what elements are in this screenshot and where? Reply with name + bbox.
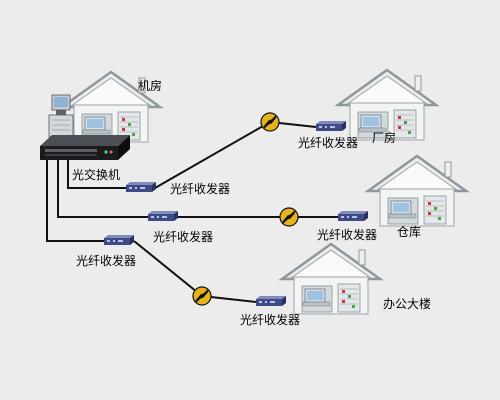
warehouse-label: 仓库: [397, 225, 422, 239]
warehouse-house-icon: [366, 154, 468, 228]
rack-switch-icon: [40, 135, 130, 160]
fiber-transceiver-icon: [316, 121, 346, 131]
fiber-transceiver-icon: [104, 235, 134, 245]
cable-warehouse-local: [57, 160, 148, 218]
fiber-connector-icon: [192, 286, 212, 306]
transceiver-label: 光纤收发器: [153, 230, 214, 244]
cable-factory-local: [67, 160, 126, 189]
server-room-label: 机房: [138, 79, 163, 93]
office-building-house-icon: [280, 242, 382, 316]
fiber-transceiver-icon: [256, 296, 286, 306]
factory-label: 厂房: [372, 131, 397, 145]
fiber-transceiver-icon: [338, 211, 368, 221]
fiber-transceiver-icon: [126, 182, 156, 192]
transceiver-label: 光纤收发器: [76, 254, 137, 268]
transceiver-label: 光纤收发器: [317, 228, 378, 242]
computer-tower-icon: [48, 94, 74, 138]
transceiver-label: 光纤收发器: [170, 182, 231, 196]
cable-factory-fiber: [154, 121, 271, 189]
transceiver-label: 光纤收发器: [240, 313, 301, 327]
optical-switch-label: 光交换机: [72, 168, 121, 182]
transceiver-label: 光纤收发器: [298, 136, 359, 150]
cable-office-local: [46, 160, 104, 242]
fiber-connector-icon: [260, 112, 280, 132]
office-building-label: 办公大楼: [383, 297, 432, 311]
fiber-connector-icon: [279, 207, 299, 227]
fiber-transceiver-icon: [148, 211, 178, 221]
factory-house-icon: [336, 68, 438, 142]
